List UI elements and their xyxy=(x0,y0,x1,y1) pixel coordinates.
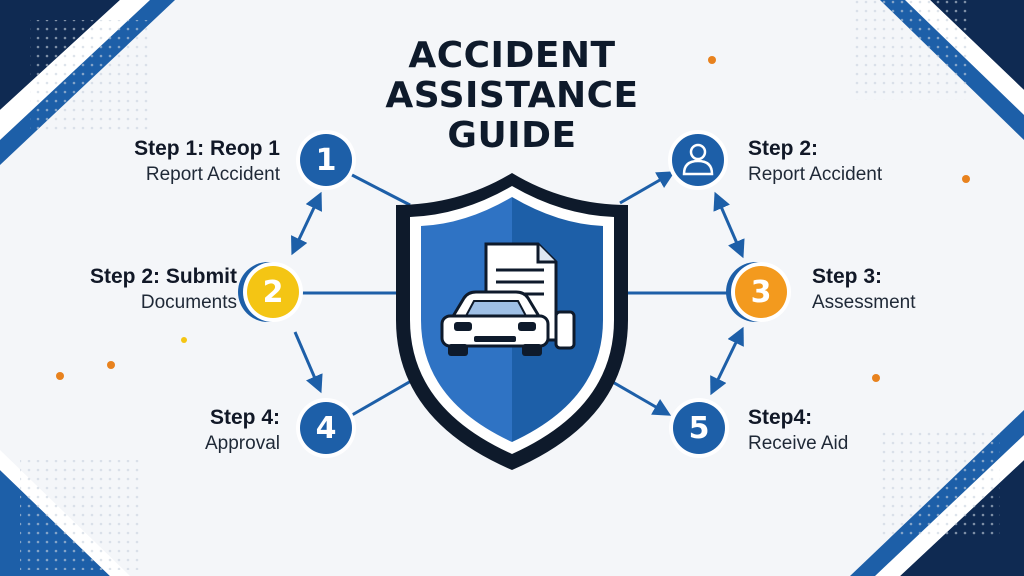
connectors xyxy=(291,171,745,417)
step-label-right-2: Step 3: Assessment xyxy=(812,264,915,316)
step-description: Assessment xyxy=(812,292,916,313)
title-line-2: ASSISTANCE xyxy=(385,75,639,116)
title-line-3: GUIDE xyxy=(447,115,577,156)
step-node-1: 1 xyxy=(300,134,352,186)
step-heading: Step 3: xyxy=(812,265,883,288)
step-heading: Step 2: xyxy=(748,137,819,160)
step-label-left-1: Step 1: Reop 1 Report Accident xyxy=(134,136,280,188)
person-step-node xyxy=(668,130,728,190)
step-description: Report Accident xyxy=(748,164,883,185)
connector-node1-shield xyxy=(351,173,411,207)
step-label-left-3: Step 4: Approval xyxy=(205,405,280,457)
step-label-left-2: Step 2: Submit Documents xyxy=(90,264,237,316)
connector-shield-node5 xyxy=(603,375,672,416)
connector-shield-person xyxy=(619,171,676,205)
step-node-3: 3 xyxy=(735,266,787,318)
corner-decoration-bottom-right xyxy=(850,410,1024,576)
step-node-4: 4 xyxy=(300,402,352,454)
person-icon xyxy=(682,143,714,176)
step-description: Report Accident xyxy=(145,164,280,185)
title-line-1: ACCIDENT xyxy=(408,35,616,76)
arrow-node2-node4 xyxy=(293,331,323,394)
arrow-node3-node5 xyxy=(710,326,744,396)
step-label-right-3: Step4: Receive Aid xyxy=(748,405,848,457)
corner-decoration-bottom-left xyxy=(0,450,140,576)
car-icon xyxy=(440,290,550,356)
connector-node4-shield xyxy=(351,375,419,417)
step-heading: Step 4: xyxy=(209,406,280,429)
arrow-node1-node2 xyxy=(291,191,322,256)
corner-decoration-top-left xyxy=(0,0,175,165)
decorative-dots xyxy=(56,56,970,382)
step-label-right-1: Step 2: Report Accident xyxy=(748,136,882,188)
step-heading: Step 1: Reop 1 xyxy=(134,137,280,160)
step-description: Receive Aid xyxy=(748,433,849,454)
page-title: ACCIDENT ASSISTANCE GUIDE xyxy=(362,36,662,156)
step-node-5: 5 xyxy=(673,402,725,454)
step-description: Approval xyxy=(205,433,280,454)
corner-decoration-top-right xyxy=(850,0,1024,140)
step-node-2: 2 xyxy=(247,266,299,318)
arrow-person-node3 xyxy=(713,191,745,259)
step-heading: Step4: xyxy=(748,406,813,429)
step-heading: Step 2: Submit xyxy=(89,265,237,288)
step-description: Documents xyxy=(140,292,237,313)
